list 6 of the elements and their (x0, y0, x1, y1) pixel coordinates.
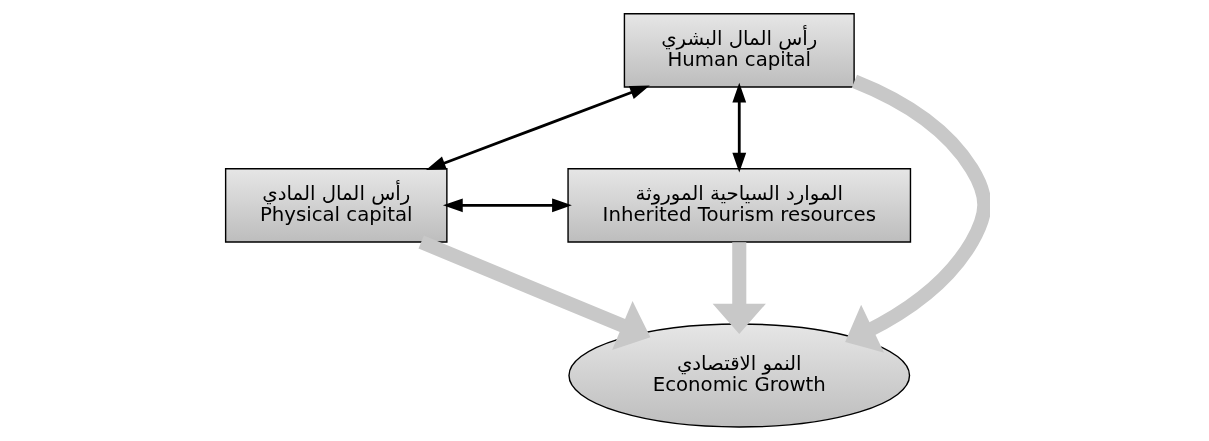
arrow (442, 198, 572, 213)
arrow (712, 242, 766, 335)
arrow (425, 85, 650, 171)
arrow (844, 74, 990, 353)
arrow (418, 235, 650, 351)
arrow (731, 82, 746, 173)
